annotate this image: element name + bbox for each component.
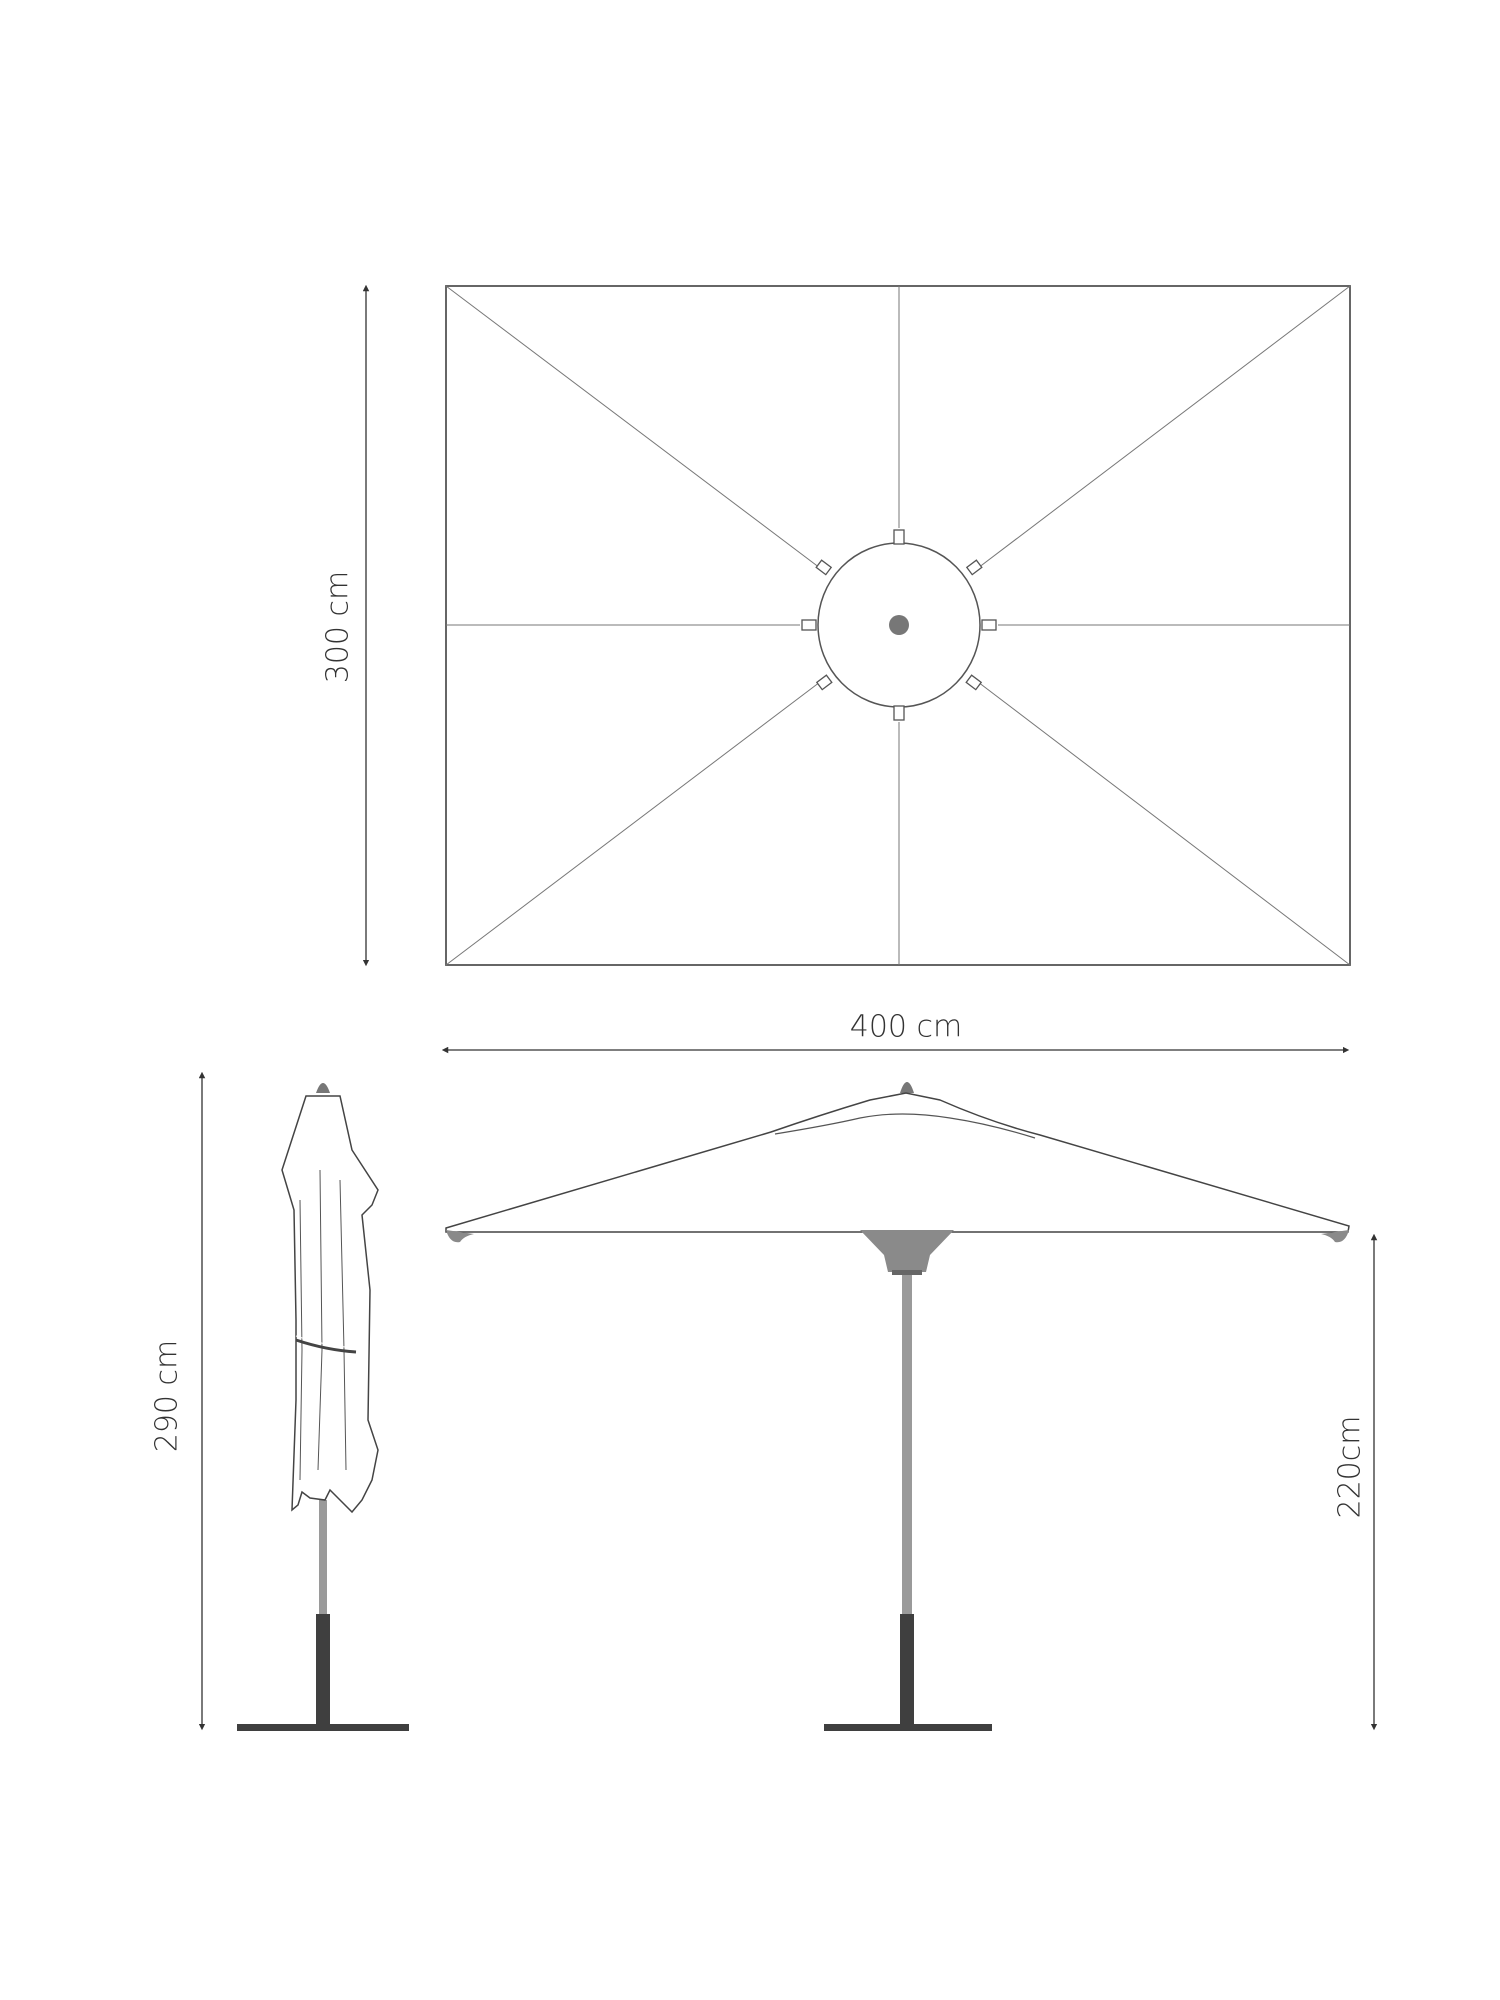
total-height-label: 290 cm <box>150 1340 185 1453</box>
open-umbrella <box>445 1082 1350 1731</box>
base-plate <box>824 1724 992 1731</box>
clearance-label: 220cm <box>1333 1416 1368 1519</box>
top-view-canopy <box>445 285 1351 966</box>
base-plate <box>237 1724 409 1731</box>
base-sleeve <box>900 1614 914 1729</box>
pole <box>902 1274 912 1619</box>
hub <box>860 1230 954 1272</box>
base-sleeve <box>316 1614 330 1729</box>
pole <box>319 1500 327 1620</box>
closed-umbrella <box>237 1083 409 1731</box>
canopy <box>445 1092 1350 1233</box>
pole-dot <box>889 615 909 635</box>
depth-label: 300 cm <box>321 571 356 684</box>
width-label: 400 cm <box>850 1010 963 1045</box>
